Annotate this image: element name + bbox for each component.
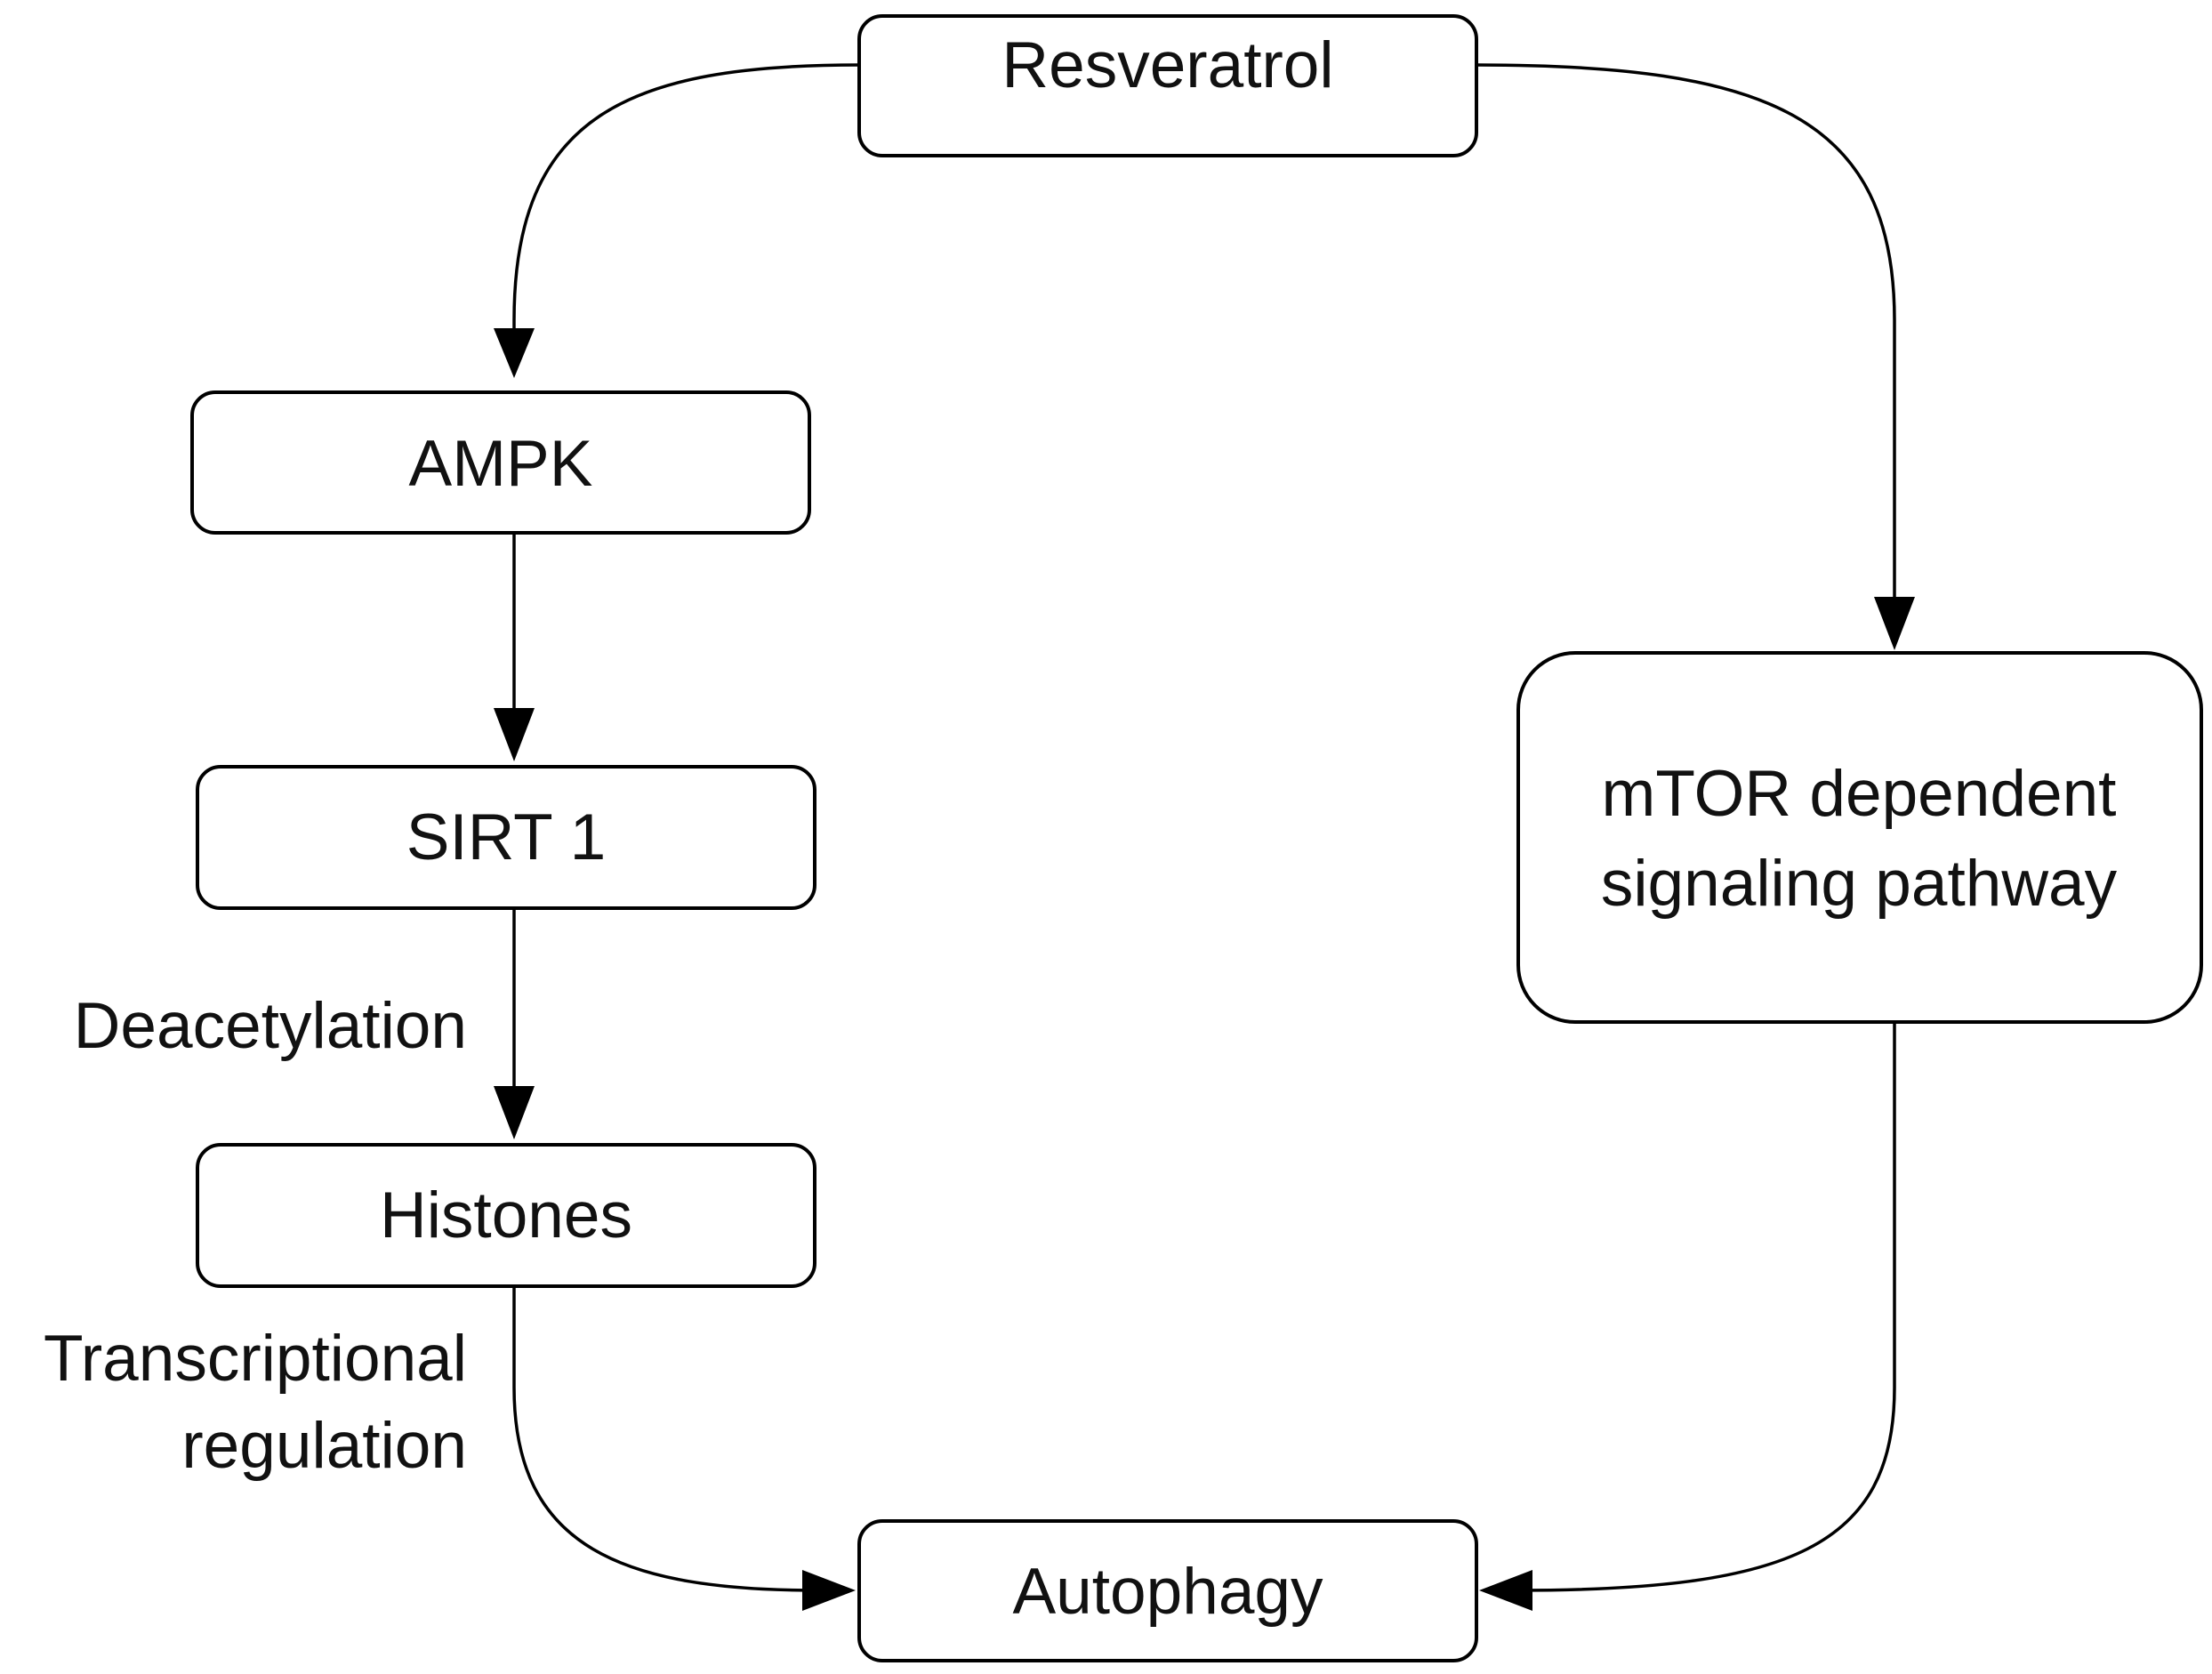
node-sirt1-label: SIRT 1 — [406, 801, 607, 873]
node-autophagy-box — [857, 1519, 1478, 1662]
node-resveratrol-box — [857, 14, 1478, 157]
node-mtor-label-line1: mTOR dependent — [1602, 758, 2117, 830]
arrowhead-mtor — [1874, 597, 1915, 650]
edge-histones-to-autophagy — [512, 1286, 819, 1592]
node-mtor-label-line2: signaling pathway — [1601, 848, 2118, 920]
arrowhead-autophagy-right — [1479, 1570, 1532, 1611]
arrowhead-ampk — [494, 328, 535, 378]
edge-label-transcriptional-line1: Transcriptional — [44, 1323, 467, 1395]
node-histones-box — [196, 1143, 816, 1288]
node-ampk-label: AMPK — [409, 428, 593, 500]
edge-resveratrol-to-ampk — [512, 63, 860, 338]
edge-resveratrol-to-mtor — [1476, 63, 1896, 614]
arrowhead-sirt1 — [494, 708, 535, 761]
node-autophagy-label: Autophagy — [1012, 1556, 1323, 1628]
node-ampk-box — [190, 390, 811, 535]
arrowhead-autophagy-left — [802, 1570, 856, 1611]
node-histones-label: Histones — [380, 1179, 632, 1251]
node-sirt1-box — [196, 765, 816, 910]
edge-label-deacetylation: Deacetylation — [74, 990, 467, 1062]
node-mtor-box — [1516, 651, 2203, 1024]
edge-label-transcriptional-line2: regulation — [181, 1410, 467, 1482]
edge-mtor-to-autophagy — [1516, 1022, 1896, 1592]
arrowhead-histones — [494, 1086, 535, 1139]
node-resveratrol-label: Resveratrol — [1001, 29, 1333, 101]
